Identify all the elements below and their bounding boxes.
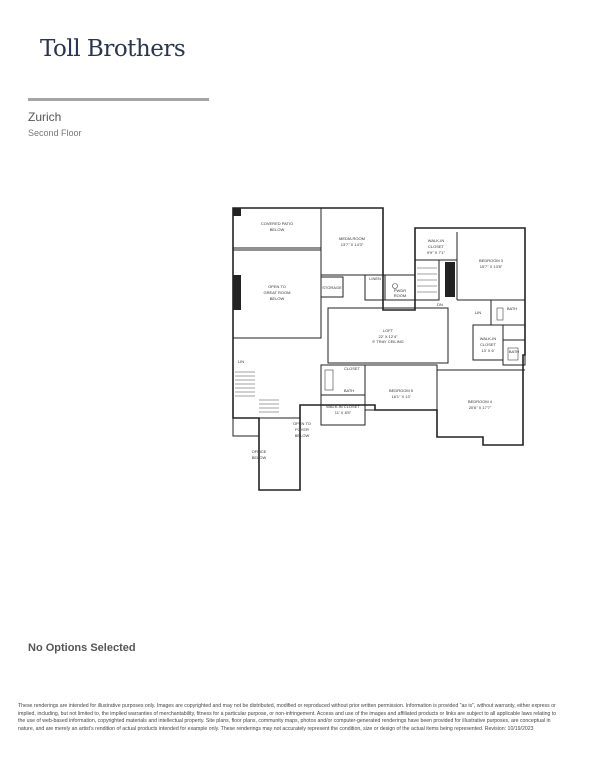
room-label-bath-4: BATH — [509, 349, 519, 354]
chimney-mark — [233, 208, 241, 216]
room-label-linen: LINEN — [369, 276, 381, 281]
room-label-closet: CLOSET — [344, 366, 361, 371]
fireplace-mark — [233, 275, 241, 310]
room-label-bath-3: BATH — [507, 306, 517, 311]
fixtures — [324, 283, 519, 391]
toll-brothers-logo: Toll Brothers — [40, 36, 186, 62]
room-label-lin-3: LIN — [475, 310, 481, 315]
stairs — [235, 267, 437, 413]
room-label-dn: DN — [437, 302, 443, 307]
room-label-bath-2: BATH — [344, 388, 354, 393]
shaft-mark — [445, 262, 455, 297]
room-label-linen-2: LIN — [238, 359, 244, 364]
disclaimer-text: These renderings are intended for illust… — [18, 703, 557, 732]
model-name: Zurich — [28, 110, 62, 124]
options-status: No Options Selected — [28, 642, 136, 654]
header-divider — [28, 98, 209, 101]
floor-name: Second Floor — [28, 128, 82, 138]
interior-walls — [232, 208, 526, 437]
room-label-storage: STORAGE — [322, 285, 342, 290]
